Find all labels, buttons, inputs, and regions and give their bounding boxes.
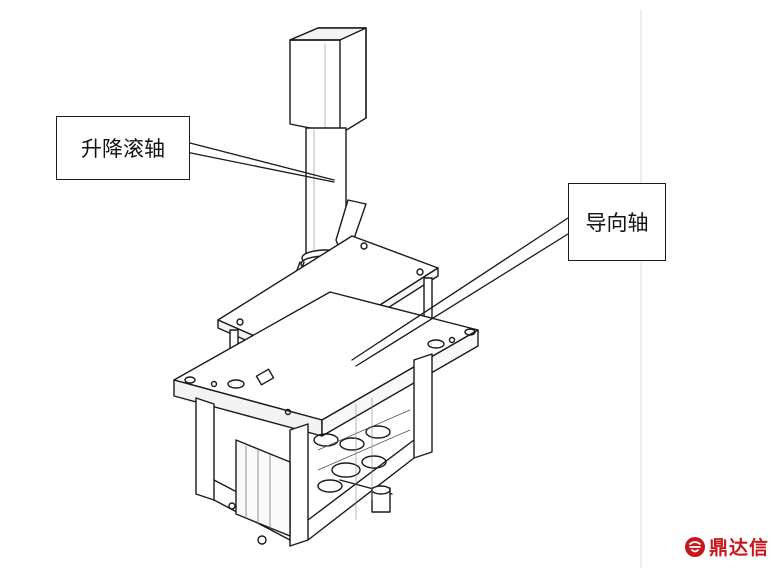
lower-frame xyxy=(195,353,433,547)
watermark-text: 鼎达信 xyxy=(708,537,769,559)
callout-lift-roller-shaft: 升降滚轴 xyxy=(56,116,190,180)
motor-block xyxy=(289,27,367,135)
leader-lines xyxy=(185,141,569,367)
base-plate xyxy=(173,291,479,437)
watermark: 鼎达信 xyxy=(684,533,769,560)
callout-guide-shaft: 导向轴 xyxy=(568,183,666,261)
gear-cluster xyxy=(228,397,411,545)
logo-seal-icon xyxy=(684,536,705,557)
